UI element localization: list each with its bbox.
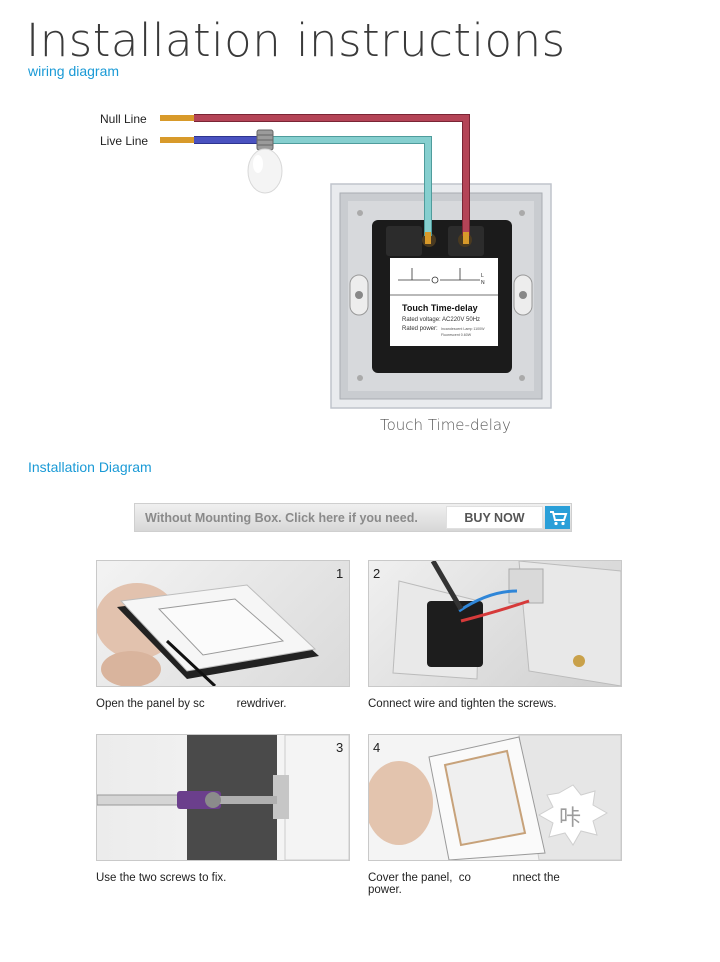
step-3-photo xyxy=(96,734,350,861)
step-1-photo xyxy=(96,560,350,687)
rated-power-lamp: Incandescent Lamp 1100W xyxy=(441,327,485,331)
switch-frame: L N Touch Time-delay Rated voltage: AC22… xyxy=(330,183,552,409)
mounting-box-link[interactable]: Without Mounting Box. Click here if you … xyxy=(145,511,418,525)
buy-now-button[interactable]: BUY NOW xyxy=(446,506,543,529)
rated-voltage-text: Rated voltage: AC220V 50Hz xyxy=(402,317,480,323)
device-caption: Touch Time-delay xyxy=(380,416,511,434)
step-4-photo: 咔 xyxy=(368,734,622,861)
step-1-number: 1 xyxy=(336,566,344,581)
wiring-diagram: L N Touch Time-delay Rated voltage: AC22… xyxy=(160,114,552,409)
page-title: Installation instructions xyxy=(26,14,566,67)
light-bulb-icon xyxy=(247,129,283,194)
installation-diagram-subtitle: Installation Diagram xyxy=(28,459,152,475)
click-sound-glyph: 咔 xyxy=(559,806,581,831)
wires xyxy=(160,114,470,244)
step-4-number: 4 xyxy=(373,740,381,755)
step-2-photo xyxy=(368,560,622,687)
step-4-caption-line2: power. xyxy=(368,884,402,896)
device-label-title: Touch Time-delay xyxy=(402,303,478,313)
rated-power-fluorescent: Fluorescent 0.60W xyxy=(441,333,472,337)
null-line-label: Null Line xyxy=(100,112,147,126)
step-2-number: 2 xyxy=(373,566,381,581)
step-2-caption: Connect wire and tighten the screws. xyxy=(368,698,557,710)
cart-icon[interactable] xyxy=(545,506,570,529)
step-4-caption-line1: Cover the panel, co nnect the xyxy=(368,872,560,884)
rated-power-text: Rated power: xyxy=(402,326,438,332)
step-3-number: 3 xyxy=(336,740,344,755)
step-1-caption: Open the panel by sc rewdriver. xyxy=(96,698,287,710)
terminal-n-label: N xyxy=(481,280,485,286)
wiring-diagram-subtitle: wiring diagram xyxy=(28,63,120,79)
live-line-label: Live Line xyxy=(100,134,149,148)
mounting-box-banner[interactable]: Without Mounting Box. Click here if you … xyxy=(134,503,572,532)
step-3-caption: Use the two screws to fix. xyxy=(96,872,227,884)
terminal-l-label: L xyxy=(481,273,484,279)
